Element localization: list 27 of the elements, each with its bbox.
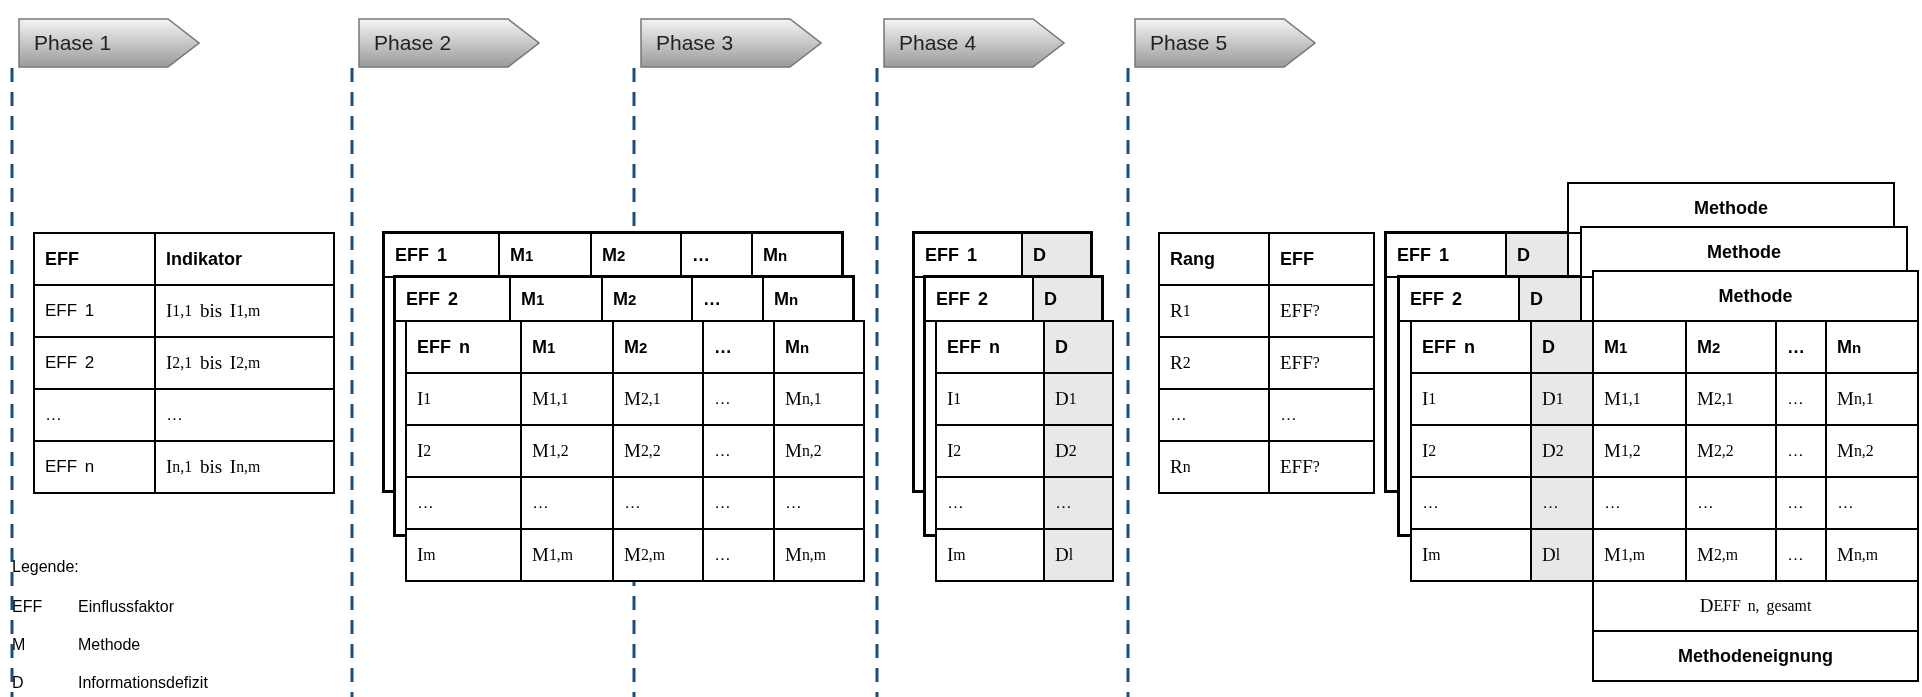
summary-row: Methodeneignung [1592, 630, 1919, 682]
phase-banner: Phase 4 [883, 18, 1065, 68]
table-entry: EFF n [33, 440, 156, 494]
column-header: D [1530, 320, 1594, 374]
phase-banner: Phase 3 [640, 18, 822, 68]
table-entry: … [1043, 476, 1114, 530]
column-header: EFF [1268, 232, 1375, 286]
column-header: D [1505, 232, 1569, 278]
column-header: Indikator [154, 232, 335, 286]
column-header: D [1021, 232, 1092, 278]
column-header: D [1043, 320, 1114, 374]
phase-banner: Phase 1 [18, 18, 200, 68]
legend-description: Einflussfaktor [78, 598, 175, 616]
table-entry: … [1530, 476, 1594, 530]
legend-description: Methode [78, 636, 141, 654]
column-header: D [1032, 276, 1103, 322]
phase-banner: Phase 2 [358, 18, 540, 68]
legend-abbreviation: D [12, 674, 24, 692]
column-header: D [1518, 276, 1582, 322]
legend-description: Informationsdefizit [78, 674, 208, 692]
phase-banner: Phase 5 [1134, 18, 1316, 68]
legend-abbreviation: EFF [12, 598, 43, 616]
legend-abbreviation: M [12, 636, 26, 654]
column-header: EFF [33, 232, 156, 286]
legend-title: Legende: [12, 558, 79, 576]
column-group-header: Methode [1592, 270, 1919, 322]
column-header: Rang [1158, 232, 1270, 286]
